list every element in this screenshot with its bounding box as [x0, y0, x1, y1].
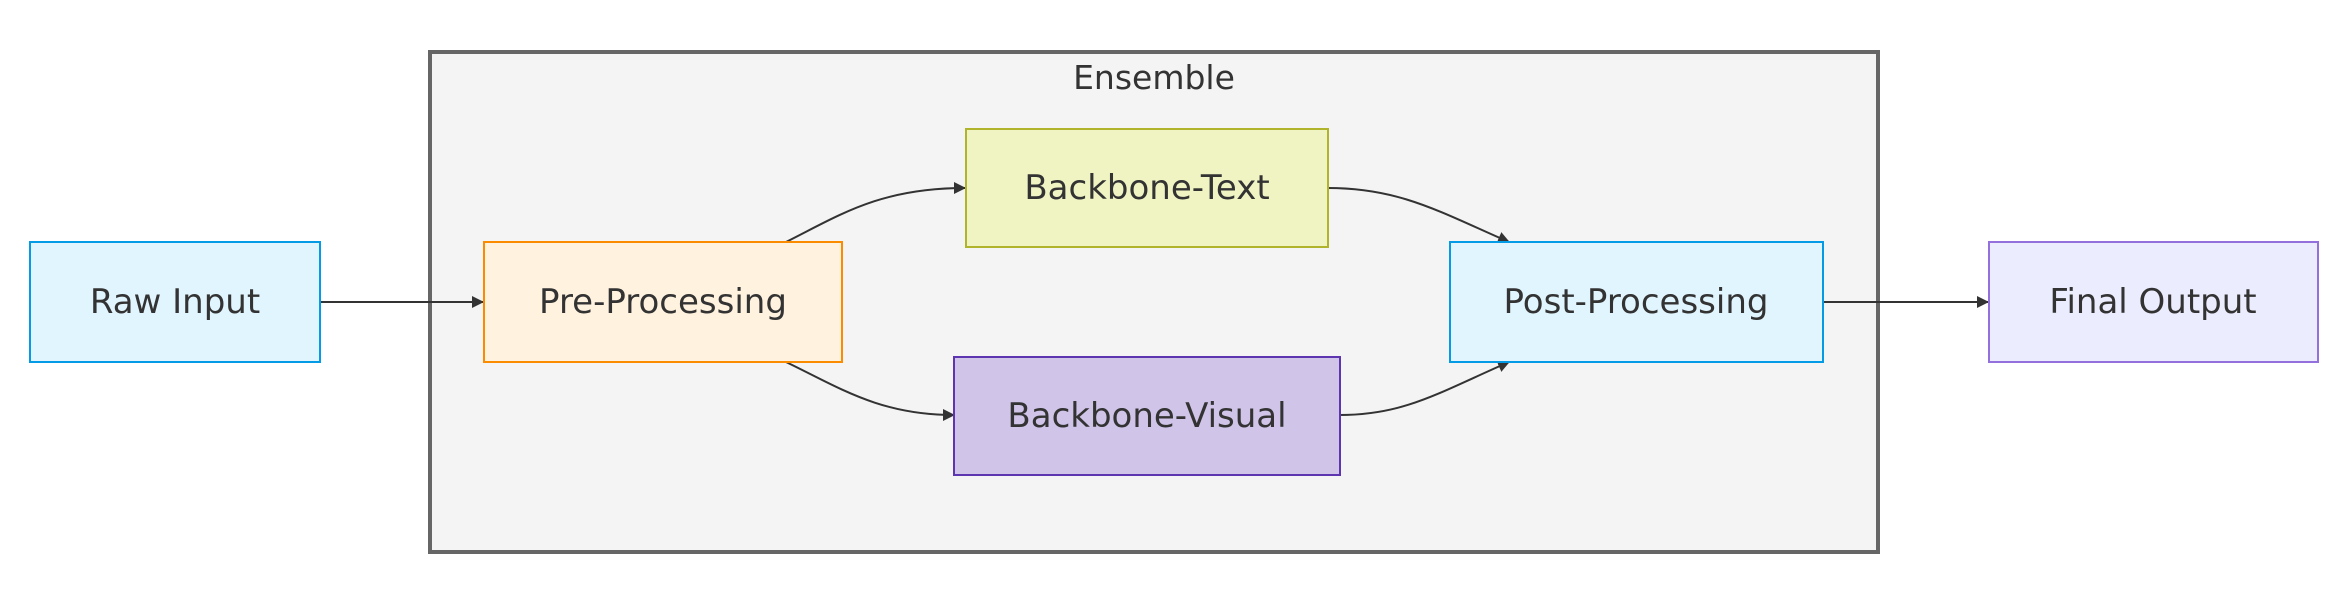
node-post-processing-label: Post-Processing	[1504, 282, 1769, 322]
node-final-output-box[interactable]	[1988, 241, 2319, 363]
edge-pre-processing-to-backbone-text	[785, 182, 966, 243]
node-backbone-text-label: Backbone-Text	[1024, 168, 1269, 208]
ensemble-group-title: Ensemble	[1073, 58, 1235, 97]
node-backbone-visual-box[interactable]	[953, 356, 1341, 476]
node-pre-processing[interactable]: Pre-Processing	[483, 241, 843, 363]
node-final-output-label: Final Output	[2049, 282, 2256, 322]
node-post-processing-box[interactable]	[1449, 241, 1824, 363]
edge-pre-processing-to-backbone-visual	[785, 361, 955, 421]
edge-backbone-visual-to-post-processing	[1339, 360, 1510, 416]
node-post-processing[interactable]: Post-Processing	[1449, 241, 1824, 363]
node-pre-processing-label: Pre-Processing	[539, 282, 787, 322]
node-pre-processing-box[interactable]	[483, 241, 843, 363]
node-backbone-text[interactable]: Backbone-Text	[965, 128, 1329, 248]
edge-backbone-text-to-post-processing	[1327, 187, 1510, 244]
node-raw-input-box[interactable]	[29, 241, 321, 363]
node-final-output[interactable]: Final Output	[1988, 241, 2319, 363]
edges	[320, 182, 1989, 421]
node-backbone-text-box[interactable]	[965, 128, 1329, 248]
node-raw-input[interactable]: Raw Input	[29, 241, 321, 363]
node-backbone-visual[interactable]: Backbone-Visual	[953, 356, 1341, 476]
node-backbone-visual-label: Backbone-Visual	[1007, 396, 1286, 436]
node-raw-input-label: Raw Input	[90, 282, 260, 322]
